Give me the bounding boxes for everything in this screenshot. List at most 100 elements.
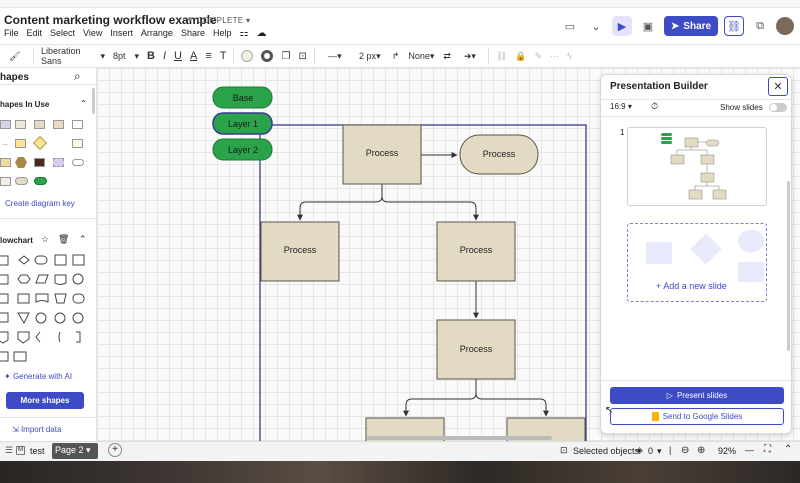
avatar[interactable] <box>776 17 794 35</box>
underline-icon[interactable]: U <box>174 50 182 62</box>
connector[interactable] <box>403 379 477 417</box>
connector[interactable] <box>381 184 479 221</box>
menu-share[interactable]: Share <box>180 28 205 38</box>
share-button[interactable]: ➤Share <box>664 16 718 36</box>
close-icon[interactable]: ✕ <box>768 77 788 96</box>
page-list-icon[interactable]: ☰ <box>5 445 14 455</box>
shape-swatch[interactable] <box>15 120 26 129</box>
chevron-up-icon[interactable]: ⌃ <box>79 234 87 244</box>
show-slides-toggle[interactable] <box>769 103 787 112</box>
image-swatch[interactable] <box>34 158 45 167</box>
more-icon[interactable]: ⋯ <box>550 50 560 61</box>
send-google-slides-button[interactable]: Send to Google Slides <box>610 408 784 425</box>
comment-icon[interactable]: ▭ <box>564 20 576 33</box>
shape-swatch[interactable] <box>53 120 64 129</box>
text-options-icon[interactable]: T <box>219 50 227 62</box>
layer-1-button[interactable] <box>212 112 273 135</box>
present-icon[interactable]: ▶ <box>612 16 632 36</box>
shape-swatch[interactable] <box>72 120 83 129</box>
link-icon[interactable]: ⛓ <box>495 50 508 61</box>
add-page-icon[interactable]: + <box>108 443 122 457</box>
zoom-in-icon[interactable]: ⊕ <box>697 445 706 456</box>
link-icon[interactable]: ⛓ <box>724 16 744 36</box>
timer-icon[interactable]: ⏱ <box>651 101 659 111</box>
import-data-link[interactable]: ⇲ Import data <box>12 425 61 434</box>
page-tab-page2[interactable]: Page 2 ▾ <box>52 443 98 459</box>
terminator-swatch[interactable] <box>34 177 47 185</box>
document-title[interactable]: Content marketing workflow example <box>4 13 217 27</box>
image-icon[interactable]: ⊡ <box>298 50 307 62</box>
italic-icon[interactable]: I <box>162 50 167 62</box>
lock-icon[interactable]: 🔒 <box>515 50 527 61</box>
menu-insert[interactable]: Insert <box>110 28 133 38</box>
format-painter-icon[interactable]: 🖌 <box>9 50 21 61</box>
bold-icon[interactable]: B <box>147 50 155 62</box>
layer-base-button[interactable] <box>212 86 273 109</box>
hexagon-swatch[interactable] <box>15 157 27 168</box>
chevron-down-icon[interactable]: ⌄ <box>591 20 601 33</box>
terminator-swatch[interactable] <box>72 159 84 166</box>
arrow-start-select[interactable]: None▾ <box>403 46 439 66</box>
terminator-swatch[interactable] <box>15 177 28 185</box>
process-node[interactable] <box>436 319 516 380</box>
flowchart-shapes-grid[interactable] <box>0 253 90 363</box>
swap-arrows-icon[interactable]: ⇄ <box>443 50 451 61</box>
menu-view[interactable]: View <box>83 28 103 38</box>
shape-swatch[interactable] <box>53 158 64 167</box>
layer-2-button[interactable] <box>212 138 273 161</box>
line-width-select[interactable]: 2 px▾ <box>352 46 388 66</box>
font-select[interactable]: Liberation Sans▾ <box>37 46 109 66</box>
search-icon[interactable]: ⌕ <box>74 69 81 83</box>
arrow-right-icon[interactable]: → <box>0 138 9 148</box>
process-node[interactable] <box>342 124 422 185</box>
create-diagram-key-link[interactable]: Create diagram key <box>5 199 75 208</box>
video-icon[interactable]: ▣ <box>642 20 654 33</box>
shapes-library-icon[interactable]: ⚏ <box>239 28 249 39</box>
zoom-level[interactable]: 92% <box>718 446 737 456</box>
scrollbar[interactable] <box>92 88 95 114</box>
menu-edit[interactable]: Edit <box>26 28 43 38</box>
process-node[interactable] <box>260 221 340 282</box>
fit-screen-icon[interactable]: ⛶ <box>764 444 771 455</box>
terminator-node[interactable] <box>459 134 539 175</box>
horizontal-scrollbar[interactable] <box>367 436 552 440</box>
menu-file[interactable]: File <box>4 28 19 38</box>
connector[interactable] <box>297 184 383 221</box>
text-color-icon[interactable]: A <box>189 50 198 62</box>
chevron-down-icon[interactable]: ▾ <box>657 446 662 456</box>
panel-scrollbar[interactable] <box>787 181 790 351</box>
shape-swatch[interactable] <box>34 120 45 129</box>
shadow-icon[interactable]: ❒ <box>281 50 291 62</box>
selected-objects-label[interactable]: Selected objects <box>573 446 640 456</box>
shape-data-icon[interactable]: ⧉ <box>756 19 764 32</box>
font-size-select[interactable]: 8pt▾ <box>109 46 143 66</box>
layers-icon[interactable]: ◈ <box>636 445 643 455</box>
menu-help[interactable]: Help <box>212 28 232 38</box>
elbow-line-icon[interactable]: ↱ <box>391 50 400 61</box>
add-slide-area[interactable]: + Add a new slide <box>627 223 767 302</box>
shape-swatch[interactable] <box>15 139 26 148</box>
ratio-select[interactable]: 16:9 ▾ <box>610 102 632 111</box>
more-shapes-button[interactable]: More shapes <box>6 392 84 409</box>
line-style-select[interactable]: —▾ <box>318 46 352 66</box>
chevron-up-icon[interactable]: ⌃ <box>784 444 793 455</box>
cloud-icon[interactable]: ☁ <box>256 28 267 39</box>
connector[interactable] <box>475 379 549 417</box>
shape-swatch[interactable] <box>0 120 11 129</box>
container-frame[interactable] <box>259 124 587 441</box>
process-node[interactable] <box>436 221 516 282</box>
status-badge[interactable]: COMPLETE ▾ <box>197 16 250 25</box>
zoom-out-icon[interactable]: ⊖ <box>681 445 690 456</box>
shape-swatch[interactable] <box>0 158 11 167</box>
menu-select[interactable]: Select <box>50 28 76 38</box>
line-color-icon[interactable] <box>257 46 277 66</box>
present-slides-button[interactable]: ▷Present slides <box>610 387 784 404</box>
arrow-end-select[interactable]: ➜▾ <box>455 46 485 66</box>
shape-swatch[interactable] <box>0 177 11 186</box>
menu-arrange[interactable]: Arrange <box>140 28 173 38</box>
chevron-up-icon[interactable]: ⌃ <box>80 99 87 108</box>
text-align-icon[interactable]: ≡ <box>205 50 212 62</box>
slide-thumbnail[interactable] <box>627 127 767 206</box>
decision-swatch[interactable] <box>32 135 48 151</box>
trash-icon[interactable]: 🗑 <box>58 234 70 244</box>
